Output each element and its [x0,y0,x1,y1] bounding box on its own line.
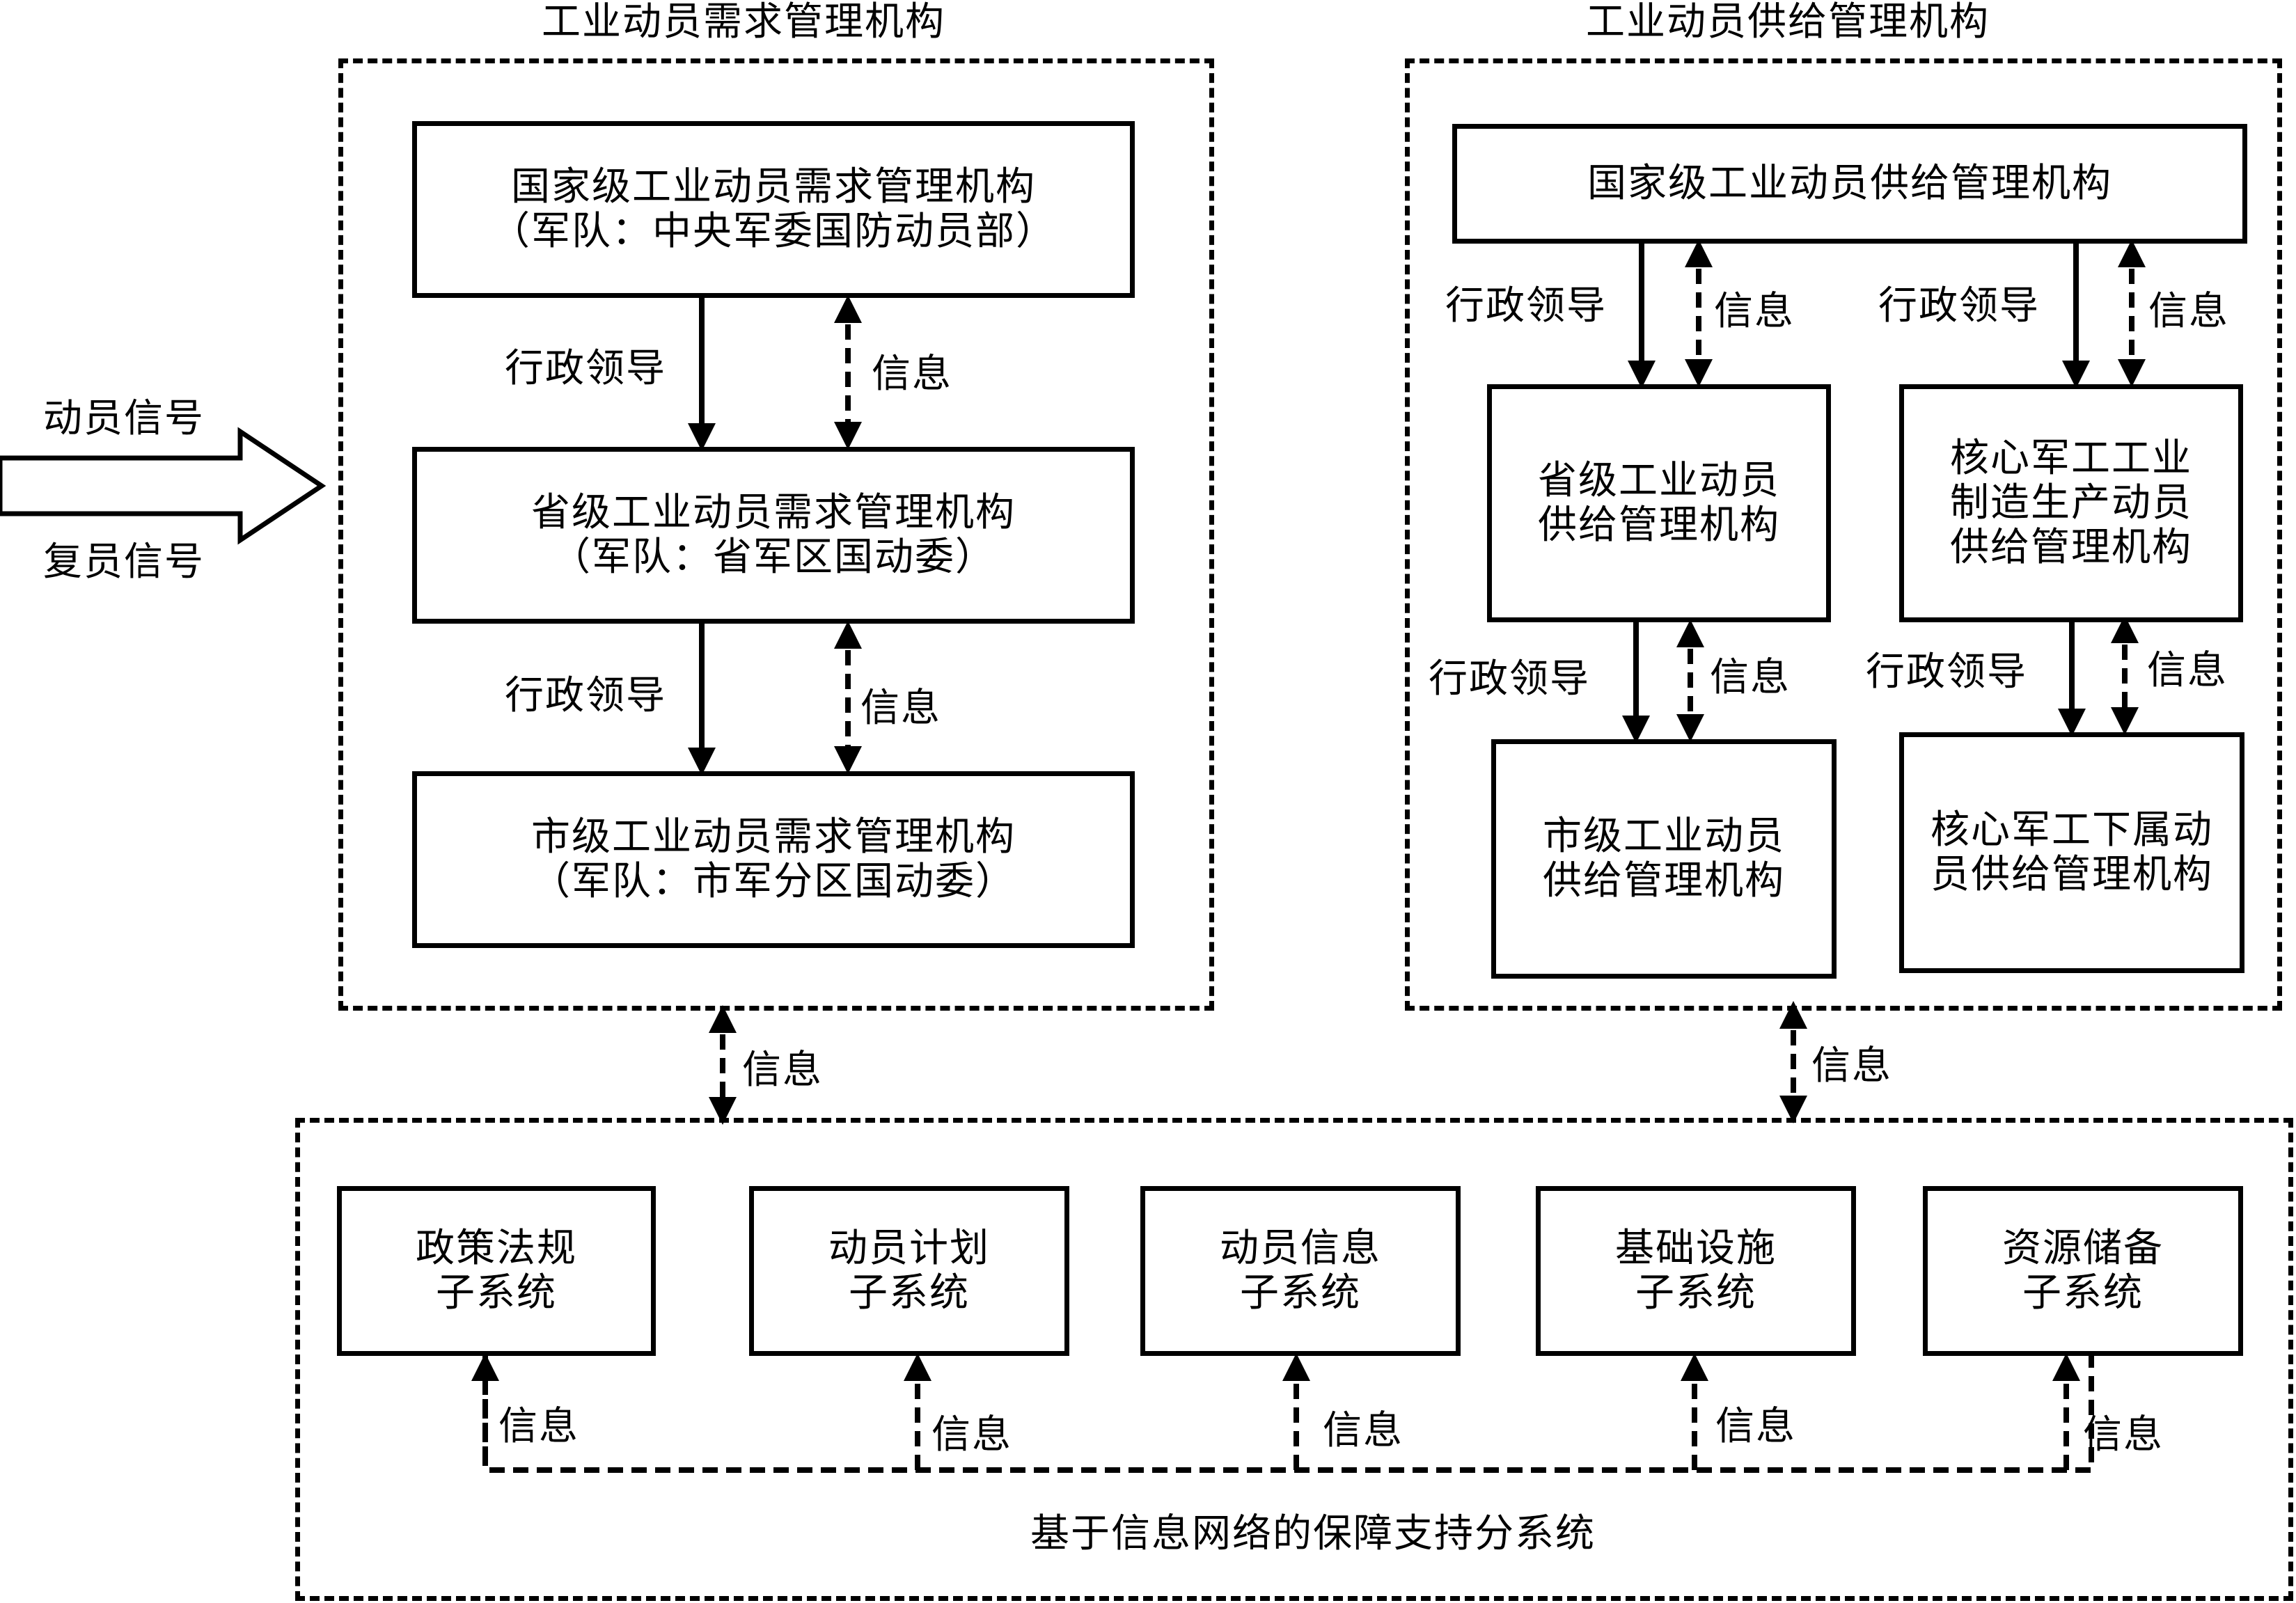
subsystem-5-info-label: 信息 [2083,1412,2164,1458]
signal-input-arrow [0,427,327,545]
subsystem-1-info-label: 信息 [498,1404,579,1449]
supply-group-frame [1405,58,2282,1011]
subsystem-info-label: 动员信息 子系统 [1220,1226,1381,1316]
supply-core-label: 核心军工工业 制造生产动员 供给管理机构 [1950,436,2192,570]
demand-info-label-1: 信息 [872,352,952,397]
subsystem-2-info-label: 信息 [931,1412,1012,1458]
supply-provincial-label: 省级工业动员 供给管理机构 [1538,458,1780,548]
demand-national-label: 国家级工业动员需求管理机构 （军队：中央军委国防动员部） [491,164,1056,254]
demand-city-box: 市级工业动员需求管理机构 （军队：市军分区国动委） [412,771,1135,948]
demand-provincial-box: 省级工业动员需求管理机构 （军队：省军区国动委） [412,447,1135,624]
supply-core-sub-box: 核心军工下属动 员供给管理机构 [1899,732,2244,973]
subsystem-infrastructure-label: 基础设施 子系统 [1615,1226,1777,1316]
supply-provincial-box: 省级工业动员 供给管理机构 [1487,384,1831,622]
demand-provincial-label: 省级工业动员需求管理机构 （军队：省军区国动委） [531,490,1016,580]
demand-support-info-label: 信息 [742,1048,823,1093]
support-system-frame [295,1118,2293,1601]
supply-city-box: 市级工业动员 供给管理机构 [1491,739,1837,979]
subsystem-policy-box: 政策法规 子系统 [337,1186,656,1356]
supply-city-label: 市级工业动员 供给管理机构 [1543,814,1785,903]
supply-group-title: 工业动员供给管理机构 [1586,0,1990,45]
demand-info-label-2: 信息 [860,686,941,731]
supply-national-label: 国家级工业动员供给管理机构 [1587,161,2112,206]
subsystem-reserve-box: 资源储备 子系统 [1923,1186,2243,1356]
demand-group-title: 工业动员需求管理机构 [542,0,945,45]
supply-info-label-left-1: 信息 [1714,289,1795,334]
subsystem-plan-box: 动员计划 子系统 [749,1186,1069,1356]
supply-core-box: 核心军工工业 制造生产动员 供给管理机构 [1899,384,2243,622]
subsystem-plan-label: 动员计划 子系统 [828,1226,990,1316]
subsystem-4-info-label: 信息 [1715,1404,1796,1449]
supply-info-label-right-2: 信息 [2147,648,2228,693]
subsystem-reserve-label: 资源储备 子系统 [2002,1226,2164,1316]
supply-info-label-left-2: 信息 [1710,655,1791,700]
supply-admin-label-left-2: 行政领导 [1429,656,1590,702]
support-system-title: 基于信息网络的保障支持分系统 [1030,1511,1596,1556]
supply-admin-label-right-1: 行政领导 [1878,283,2040,329]
supply-national-box: 国家级工业动员供给管理机构 [1452,124,2247,244]
subsystem-infrastructure-box: 基础设施 子系统 [1536,1186,1856,1356]
subsystem-policy-label: 政策法规 子系统 [416,1226,577,1316]
supply-info-label-right-1: 信息 [2148,289,2229,334]
supply-support-info-label: 信息 [1811,1043,1892,1089]
subsystem-3-info-label: 信息 [1323,1408,1403,1453]
demand-admin-label-2: 行政领导 [505,673,666,718]
supply-admin-label-left-1: 行政领导 [1445,283,1607,329]
demobilize-signal-label: 复员信号 [43,539,205,585]
mobilize-signal-label: 动员信号 [43,396,205,441]
demand-admin-label-1: 行政领导 [505,346,666,391]
supply-core-sub-label: 核心军工下属动 员供给管理机构 [1931,807,2213,897]
demand-group-frame [338,58,1214,1011]
demand-national-box: 国家级工业动员需求管理机构 （军队：中央军委国防动员部） [412,121,1135,298]
subsystem-info-box: 动员信息 子系统 [1140,1186,1461,1356]
supply-admin-label-right-2: 行政领导 [1866,649,2027,695]
demand-city-label: 市级工业动员需求管理机构 （军队：市军分区国动委） [531,814,1016,904]
